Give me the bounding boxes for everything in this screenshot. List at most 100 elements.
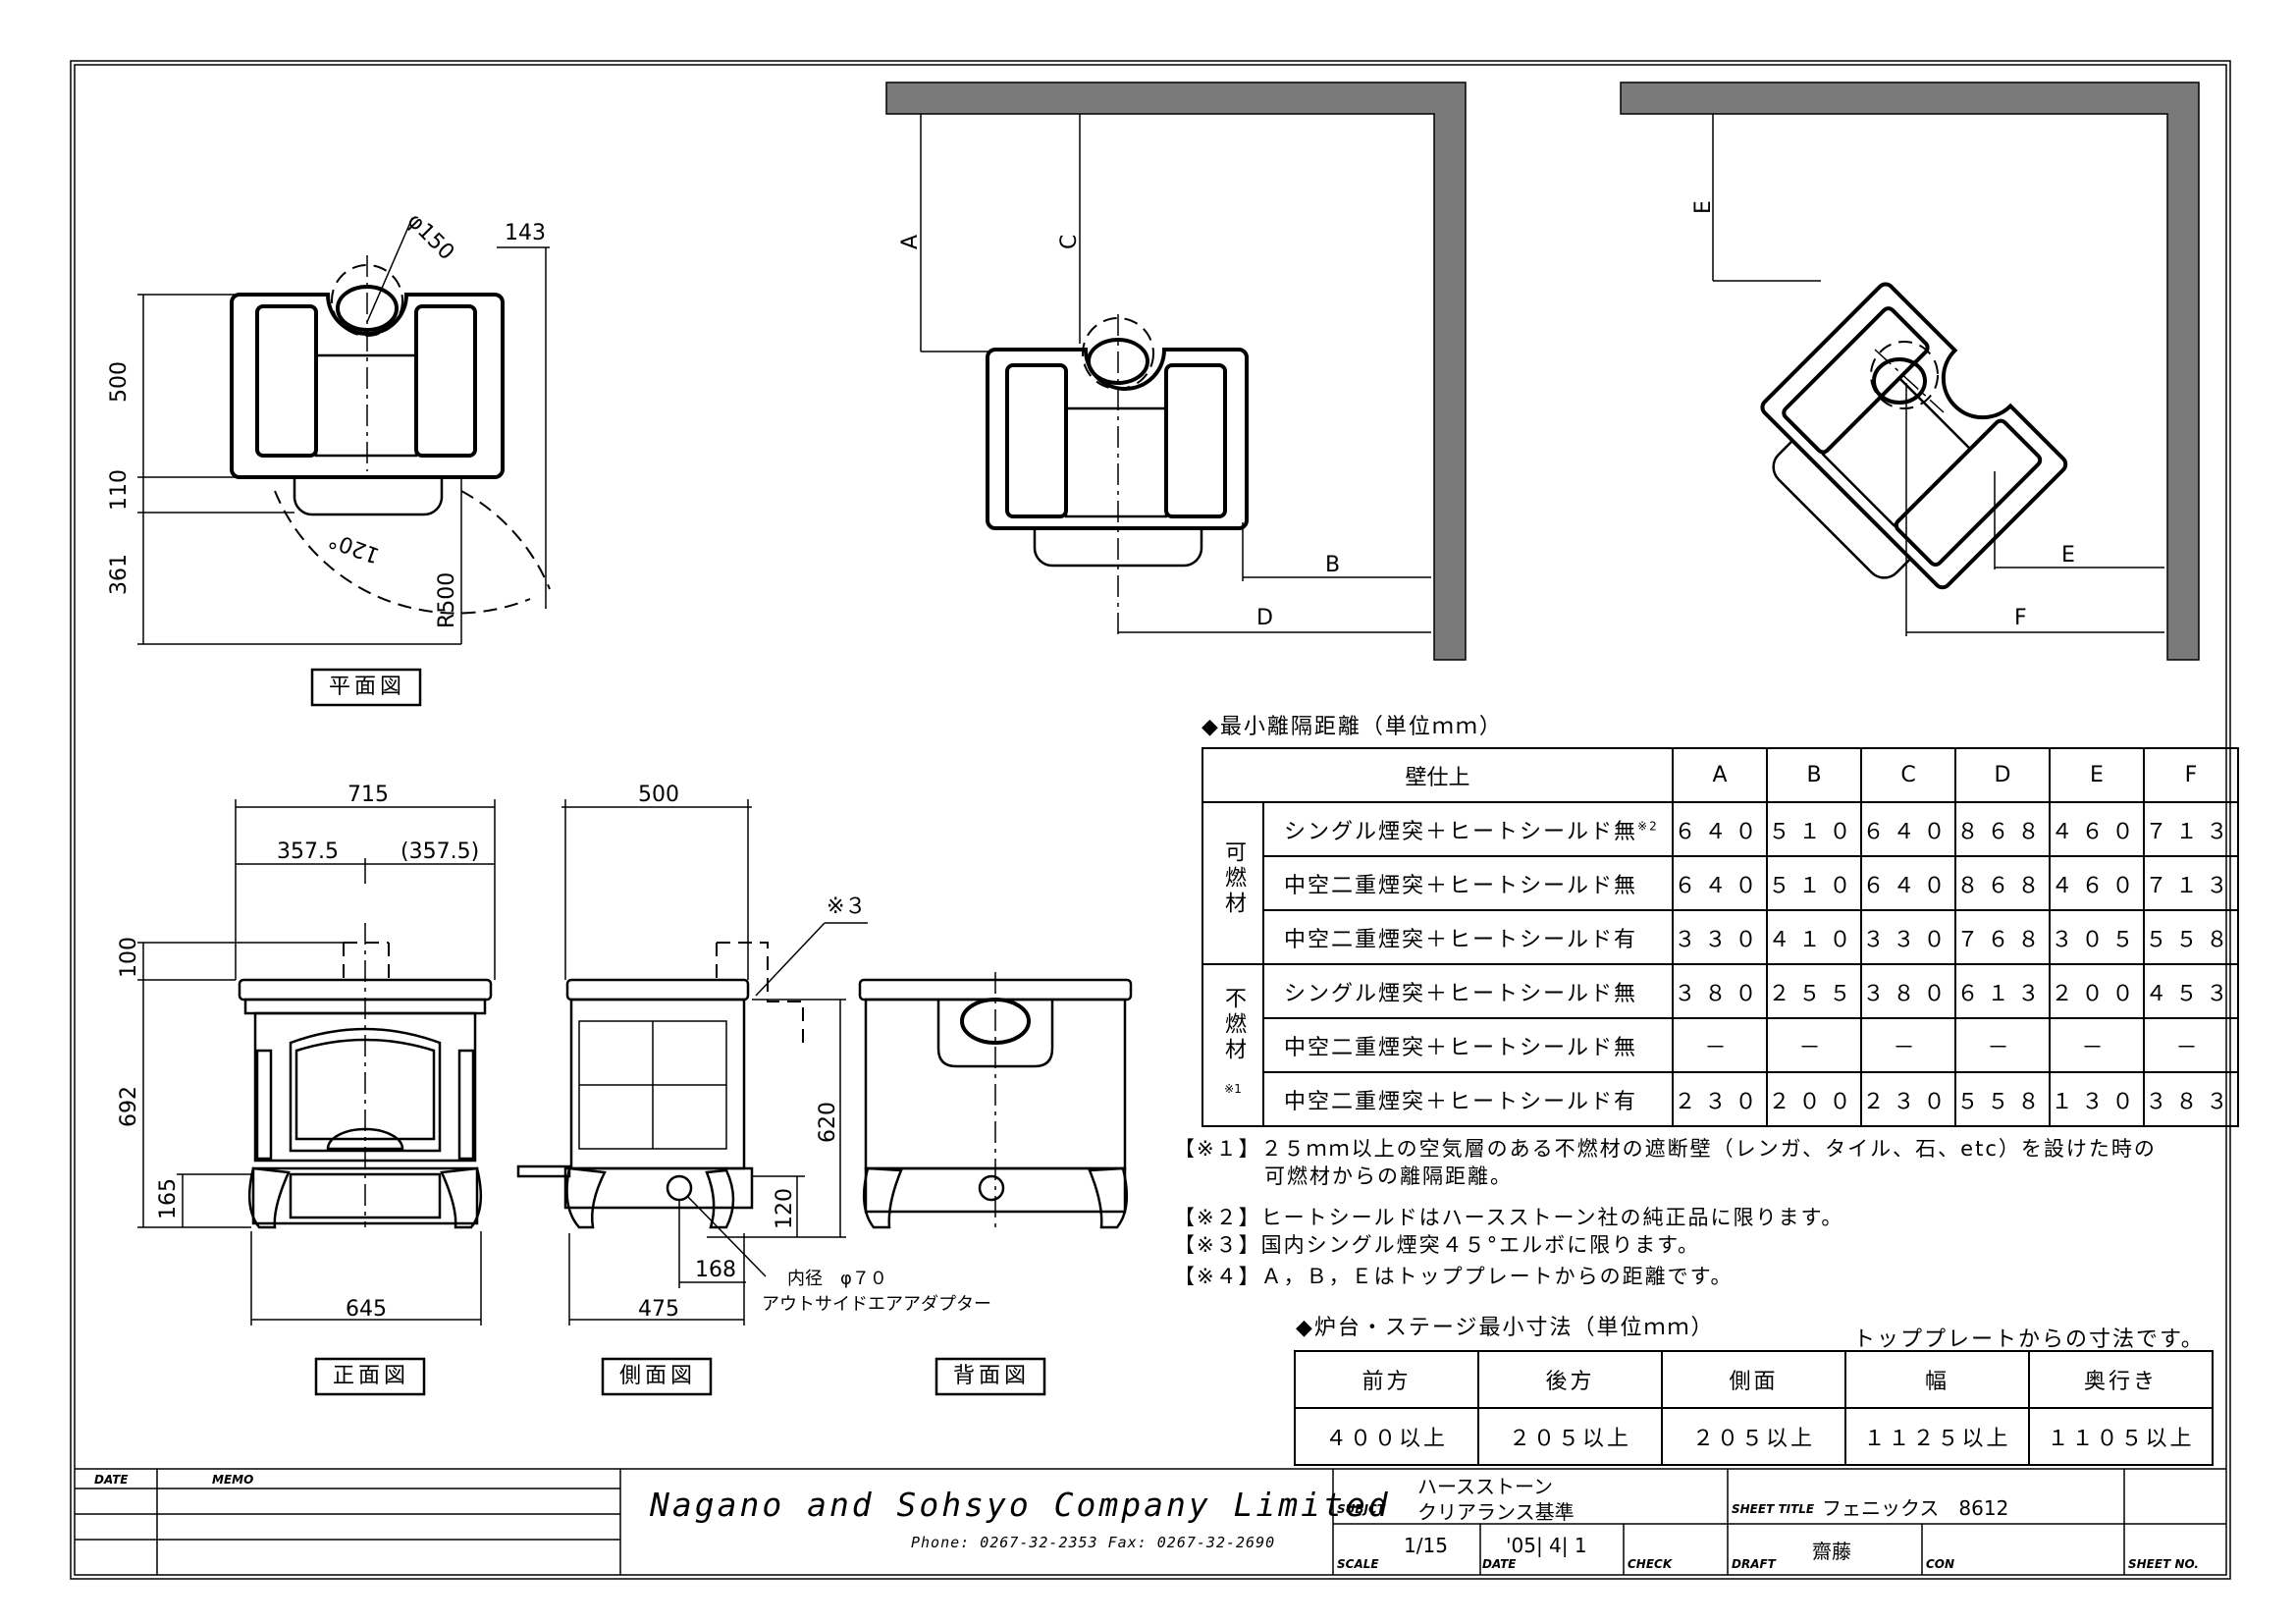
cell-c: － bbox=[1860, 1017, 1956, 1073]
row-name: シングル煙突＋ヒートシールド無 bbox=[1262, 963, 1674, 1019]
clearance-diagram-corner: A C B D bbox=[885, 81, 1467, 661]
stage-header-row: 前方 後方 側面 幅 奥行き bbox=[1294, 1350, 2214, 1409]
side-note3-label: ※３ bbox=[827, 894, 866, 919]
company-phone: Phone: 0267-32-2353 Fax: 0267-32-2690 bbox=[911, 1534, 1276, 1551]
stage-table: 前方 後方 側面 幅 奥行き ４００以上 ２０５以上 ２０５以上 １１２５以上 … bbox=[1294, 1350, 2214, 1466]
header-e: E bbox=[2049, 747, 2145, 803]
row-note: ※2 bbox=[1637, 819, 1659, 834]
stage-header-front: 前方 bbox=[1294, 1350, 1479, 1409]
side-view: 500 620 120 168 475 ※３ 内径 φ７０ アウトサイドエアアダ… bbox=[516, 783, 991, 1326]
stage-header-width: 幅 bbox=[1844, 1350, 2030, 1409]
back-view bbox=[858, 972, 1133, 1229]
cell-f: ５５８ bbox=[2143, 909, 2239, 965]
cell-d: － bbox=[1954, 1017, 2051, 1073]
plan-radius-label: R500 bbox=[435, 572, 459, 628]
row-name: 中空二重煙突＋ヒートシールド無 bbox=[1262, 855, 1674, 911]
cell-b: ２５５ bbox=[1766, 963, 1862, 1019]
plan-view: 500 110 361 φ150 143 120° R500 bbox=[107, 209, 551, 645]
subject-label: SUBJCT bbox=[1337, 1502, 1385, 1516]
stage-value-front: ４００以上 bbox=[1294, 1407, 1479, 1466]
label-c: C bbox=[1057, 235, 1082, 249]
note-1-cont: 可燃材からの離隔距離。 bbox=[1264, 1164, 1513, 1188]
side-depth-label: 500 bbox=[638, 783, 679, 807]
subject-line-2: クリアランス基準 bbox=[1417, 1500, 1575, 1524]
note-1: 【※１】２５ｍｍ以上の空気層のある不燃材の遮断壁（レンガ、タイル、石、etc）を… bbox=[1174, 1137, 2157, 1161]
label-b: B bbox=[1325, 553, 1340, 577]
cell-c: ３８０ bbox=[1860, 963, 1956, 1019]
stage-table-title: ◆炉台・ステージ最小寸法（単位ｍｍ） bbox=[1296, 1316, 1715, 1340]
stage-value-rear: ２０５以上 bbox=[1477, 1407, 1663, 1466]
cell-e: ４６０ bbox=[2049, 855, 2145, 911]
plan-ash-label: 110 bbox=[107, 469, 132, 511]
draft-value: 齋藤 bbox=[1812, 1540, 1851, 1563]
plan-depth-label: 500 bbox=[107, 361, 132, 403]
company-name: Nagano and Sohsyo Company Limited bbox=[650, 1486, 1391, 1524]
cell-b: ４１０ bbox=[1766, 909, 1862, 965]
clearance-diagram-diagonal: E E F bbox=[1620, 81, 2200, 661]
cell-e: １３０ bbox=[2049, 1071, 2145, 1127]
front-width-label: 715 bbox=[347, 783, 389, 807]
cell-d: ８６８ bbox=[1954, 855, 2051, 911]
header-d: D bbox=[1954, 747, 2051, 803]
front-door-label: 165 bbox=[156, 1178, 181, 1219]
note-3: 【※３】国内シングル煙突４５°エルボに限ります。 bbox=[1174, 1233, 1700, 1257]
cell-f: － bbox=[2143, 1017, 2239, 1073]
cell-c: ２３０ bbox=[1860, 1071, 1956, 1127]
sheet-title-label: SHEET TITLE bbox=[1732, 1502, 1815, 1516]
cell-f: ４５３ bbox=[2143, 963, 2239, 1019]
cell-a: ６４０ bbox=[1672, 801, 1768, 857]
row-name: 中空二重煙突＋ヒートシールド有 bbox=[1262, 1071, 1674, 1127]
side-height-label: 620 bbox=[816, 1102, 840, 1143]
cell-b: ５１０ bbox=[1766, 855, 1862, 911]
cell-e: － bbox=[2049, 1017, 2145, 1073]
front-top-label: 100 bbox=[117, 937, 141, 978]
table-row: 可燃材 シングル煙突＋ヒートシールド無※2 ６４０ ５１０ ６４０ ８６８ ４６… bbox=[1201, 801, 2239, 965]
clearance-table: 壁仕上 A B C D E F 可燃材 シングル煙突＋ヒートシールド無※2 ６４… bbox=[1201, 747, 2239, 1127]
front-height-label: 692 bbox=[117, 1086, 141, 1127]
table-row: 中空二重煙突＋ヒートシールド無 ６４０ ５１０ ６４０ ８６８ ４６０ ７１３ bbox=[1202, 855, 2239, 911]
group-combustible: 可燃材 bbox=[1201, 801, 1264, 965]
cell-d: ５５８ bbox=[1954, 1071, 2051, 1127]
sheet-title: フェニックス 8612 bbox=[1822, 1496, 2009, 1520]
side-inlet-pos-label: 168 bbox=[695, 1258, 736, 1282]
front-half-left-label: 357.5 bbox=[277, 839, 339, 864]
cell-e: ２００ bbox=[2049, 963, 2145, 1019]
memo-label: MEMO bbox=[212, 1473, 254, 1487]
label-f: F bbox=[2014, 606, 2027, 630]
scale-value: 1/15 bbox=[1404, 1534, 1448, 1557]
group-combustible-label: 可燃材 bbox=[1221, 840, 1246, 917]
label-e: E bbox=[2061, 543, 2075, 568]
date-value: '05| 4| 1 bbox=[1506, 1534, 1587, 1557]
cell-b: － bbox=[1766, 1017, 1862, 1073]
plan-offset-label: 143 bbox=[505, 221, 546, 245]
header-wall-finish: 壁仕上 bbox=[1201, 747, 1674, 803]
stage-value-depth: １１０５以上 bbox=[2028, 1407, 2214, 1466]
con-label: CON bbox=[1926, 1557, 1955, 1571]
header-f: F bbox=[2143, 747, 2239, 803]
adapter-name-label: アウトサイドエアアダプター bbox=[762, 1294, 991, 1315]
row-label: シングル煙突＋ヒートシールド無※2 bbox=[1262, 801, 1674, 857]
back-view-label: 背面図 bbox=[952, 1364, 1030, 1388]
stage-header-depth: 奥行き bbox=[2028, 1350, 2214, 1409]
cell-f: ３８３ bbox=[2143, 1071, 2239, 1127]
front-view-label: 正面図 bbox=[332, 1364, 409, 1388]
front-half-right-label: (357.5) bbox=[400, 839, 479, 864]
header-a: A bbox=[1672, 747, 1768, 803]
header-c: C bbox=[1860, 747, 1956, 803]
scale-label: SCALE bbox=[1337, 1557, 1379, 1571]
cell-d: ８６８ bbox=[1954, 801, 2051, 857]
cell-d: ７６８ bbox=[1954, 909, 2051, 965]
draft-label: DRAFT bbox=[1732, 1557, 1776, 1571]
front-view: 715 357.5 (357.5) 100 692 165 645 bbox=[117, 783, 496, 1326]
side-inlet-label: 120 bbox=[773, 1188, 797, 1229]
header-b: B bbox=[1766, 747, 1862, 803]
plan-view-label: 平面図 bbox=[328, 675, 405, 699]
cell-e: ４６０ bbox=[2049, 801, 2145, 857]
note-2: 【※２】ヒートシールドはハースストーン社の純正品に限ります。 bbox=[1174, 1206, 1844, 1229]
label-e-vertical: E bbox=[1691, 200, 1716, 214]
plan-swing-label: 361 bbox=[107, 554, 132, 595]
cell-c: ６４０ bbox=[1860, 801, 1956, 857]
cell-a: ６４０ bbox=[1672, 855, 1768, 911]
stage-header-side: 側面 bbox=[1661, 1350, 1846, 1409]
